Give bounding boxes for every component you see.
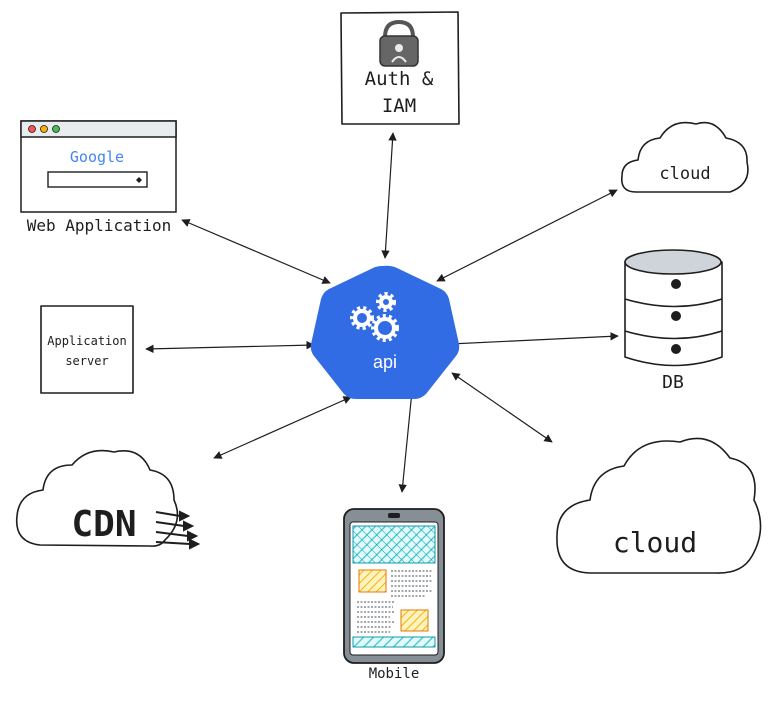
cloud-large-node[interactable]: cloud	[556, 437, 762, 574]
mobile-camera	[388, 513, 400, 518]
db-indicator-3	[671, 344, 681, 354]
auth-iam-node[interactable]: Auth & IAM	[340, 11, 460, 125]
cloud-large-label: cloud	[613, 526, 697, 559]
application-server-label-line2: server	[65, 354, 108, 368]
mobile-footer-bar	[352, 636, 436, 648]
connections	[145, 132, 619, 493]
db-divider-2	[624, 330, 723, 340]
mobile-text-lines	[357, 570, 433, 633]
minimize-dot-icon	[40, 125, 48, 133]
close-dot-icon	[28, 125, 36, 133]
application-server-box	[40, 305, 134, 394]
connector-web-application	[181, 219, 331, 284]
auth-box	[340, 11, 460, 125]
api-label: api	[373, 352, 397, 372]
lock-icon	[379, 19, 419, 67]
db-label: DB	[662, 372, 684, 393]
api-node[interactable]: api	[310, 265, 460, 399]
api-heptagon	[310, 265, 460, 399]
db-divider-1	[624, 298, 723, 308]
db-indicator-2	[671, 311, 681, 321]
cloud-large-shape	[556, 437, 762, 574]
mobile-hero-crosshatch	[353, 526, 435, 563]
auth-label-line1: Auth &	[365, 68, 434, 90]
connector-db	[449, 332, 619, 348]
connector-cloud-small	[436, 189, 618, 282]
web-application-node[interactable]: Google Web Application	[20, 120, 177, 235]
gears-icon	[350, 292, 399, 342]
db-indicator-1	[671, 279, 681, 289]
mobile-thumbnail-2	[400, 609, 429, 632]
cdn-node[interactable]: CDN	[15, 449, 201, 550]
application-server-node[interactable]: Application server	[40, 305, 134, 394]
cdn-speed-arrows-icon	[155, 510, 201, 550]
cloud-small-label: cloud	[659, 164, 710, 184]
connector-cloud-large	[451, 372, 553, 443]
db-top	[624, 249, 722, 275]
db-node[interactable]: DB	[624, 249, 723, 393]
connector-auth	[381, 132, 397, 259]
browser-search-bar	[47, 171, 148, 188]
db-body	[624, 261, 723, 367]
cloud-small-shape	[620, 121, 749, 193]
auth-label-line2: IAM	[382, 95, 416, 117]
web-application-label: Web Application	[27, 216, 172, 235]
cdn-label: CDN	[71, 504, 136, 545]
mobile-label: Mobile	[369, 666, 420, 682]
connector-mobile	[398, 390, 416, 493]
cloud-small-node[interactable]: cloud	[620, 121, 749, 193]
maximize-dot-icon	[52, 125, 60, 133]
connector-cdn	[213, 396, 352, 459]
search-icon	[136, 177, 142, 183]
browser-logo: Google	[70, 148, 124, 166]
connector-application-server	[145, 340, 315, 354]
application-server-label-line1: Application	[47, 334, 126, 348]
mobile-node[interactable]: Mobile	[343, 508, 445, 682]
browser-titlebar	[20, 120, 177, 138]
mobile-thumbnail-1	[358, 569, 387, 593]
